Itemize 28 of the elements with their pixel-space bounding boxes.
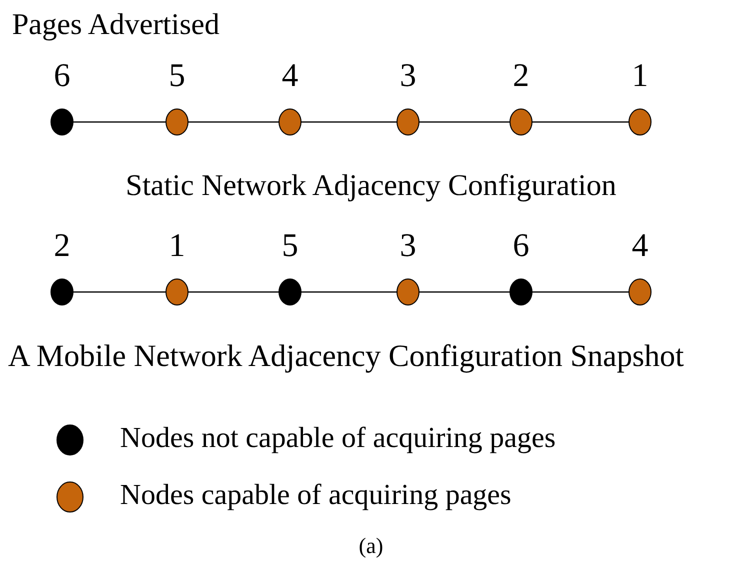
node-number: 6	[52, 60, 72, 93]
node-number: 6	[512, 230, 530, 263]
connector-line	[73, 121, 166, 123]
connector-line	[188, 291, 279, 293]
node-number: 2	[512, 60, 530, 93]
connector-line	[419, 121, 510, 123]
connector-line	[301, 291, 397, 293]
connector-line	[532, 291, 629, 293]
connector-line	[301, 121, 397, 123]
connector-line	[188, 121, 279, 123]
node-number: 5	[280, 230, 300, 263]
node-number: 3	[398, 230, 418, 263]
connector-line	[73, 291, 166, 293]
connector-line	[532, 121, 629, 123]
connector-line	[419, 291, 510, 293]
node-number: 4	[280, 60, 300, 93]
node-number: 1	[168, 230, 186, 263]
node-number: 1	[630, 60, 650, 93]
legend-text: Nodes capable of acquiring pages	[120, 481, 512, 510]
row-label: Static Network Adjacency Configuration	[126, 171, 616, 201]
node-number: 5	[168, 60, 186, 93]
legend-text: Nodes not capable of acquiring pages	[120, 424, 556, 453]
figure-caption: (a)	[358, 535, 384, 557]
node-number: 2	[52, 230, 72, 263]
row-label: A Mobile Network Adjacency Configuration Snapshot	[8, 340, 684, 371]
row-label: Pages Advertised	[12, 10, 220, 40]
node-number: 3	[398, 60, 418, 93]
node-number: 4	[630, 230, 650, 263]
